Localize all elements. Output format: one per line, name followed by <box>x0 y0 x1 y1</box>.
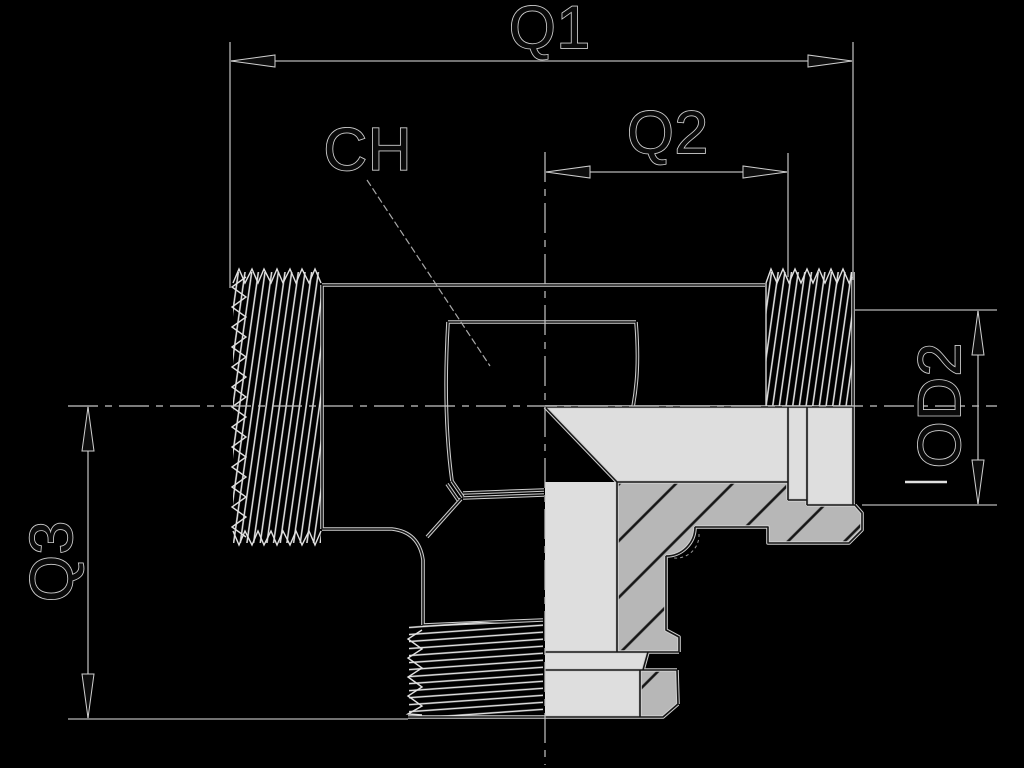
thread-crest-bottom <box>232 529 322 547</box>
thread-bottom-port <box>405 622 543 716</box>
section-right-rim <box>788 500 862 543</box>
thread-right-port <box>765 267 853 406</box>
section-elbow-wall <box>617 482 788 652</box>
thread-crest-left <box>405 629 424 716</box>
dim-label-q3: Q3 <box>18 520 85 602</box>
label-ch: CH <box>323 115 491 367</box>
section-bottom-rim <box>640 670 678 717</box>
centerlines <box>68 152 997 765</box>
dim-label-q1: Q1 <box>509 0 591 61</box>
leader-line <box>366 179 491 367</box>
thread-crest-left <box>230 276 248 538</box>
dimension-od2: OD2 <box>855 309 997 506</box>
arrow-right <box>742 165 788 179</box>
bore-bottom-port <box>545 482 648 717</box>
thread-crest-top <box>765 267 853 285</box>
arrow-left <box>230 54 276 68</box>
dimension-q3: Q3 <box>17 406 408 720</box>
sectioned-material-hatched <box>617 482 862 717</box>
dim-label-q2: Q2 <box>627 99 709 166</box>
fillet-thread-dashes <box>673 533 700 559</box>
dim-label-ch: CH <box>324 116 413 183</box>
dim-label-od2: OD2 <box>906 342 973 468</box>
arrow-left <box>545 165 591 179</box>
thread-left-port <box>230 267 322 547</box>
thread-crest-top <box>232 267 322 285</box>
arrow-right <box>807 54 853 68</box>
dimension-q2: Q2 <box>545 98 789 277</box>
arrow-top <box>971 310 985 356</box>
dimension-q1: Q1 <box>229 0 854 288</box>
arrow-bottom <box>81 673 95 719</box>
arrow-top <box>81 406 95 452</box>
arrow-bottom <box>971 459 985 505</box>
